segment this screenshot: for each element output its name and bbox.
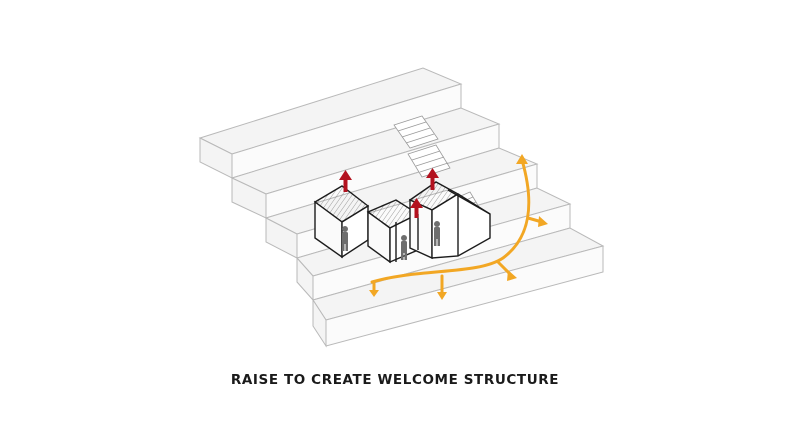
pavilion-right-wall	[409, 198, 433, 260]
raise-arrows	[339, 168, 439, 218]
raise-arrow-right	[426, 168, 439, 190]
stair-upper	[393, 115, 439, 149]
person-figure	[342, 226, 348, 251]
raise-arrow-left	[339, 170, 352, 192]
arrowhead	[507, 270, 517, 281]
person-figure	[401, 235, 407, 260]
pavilion-right-rail	[447, 189, 491, 215]
arrowhead	[538, 216, 548, 227]
diagram-caption: RAISE TO CREATE WELCOME STRUCTURE	[230, 372, 560, 388]
circulation-arrowheads	[369, 154, 548, 300]
terrace-step-5-front	[325, 245, 604, 347]
raise-arrow-middle	[410, 198, 423, 218]
arrowhead	[369, 290, 379, 297]
stair-middle	[407, 144, 451, 178]
terrace-stairs	[393, 115, 483, 219]
people-figures	[342, 221, 440, 260]
circulation-curve	[370, 158, 531, 284]
arrowhead	[437, 292, 447, 300]
welcome-structure	[313, 181, 491, 264]
person-figure	[434, 221, 440, 246]
arrowhead	[516, 154, 528, 164]
